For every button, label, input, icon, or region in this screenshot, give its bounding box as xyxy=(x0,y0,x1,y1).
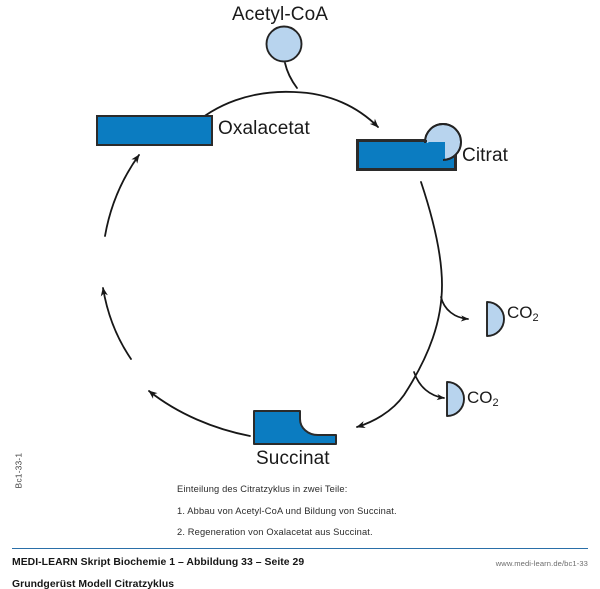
footer-divider xyxy=(12,548,588,550)
node-co2-second xyxy=(446,381,465,417)
footer-subtitle: Grundgerüst Modell Citratzyklus xyxy=(12,579,175,589)
caption-line-intro: Einteilung des Citratzyklus in zwei Teil… xyxy=(177,484,348,494)
caption-line-1: 1. Abbau von Acetyl-CoA und Bildung von … xyxy=(177,505,397,516)
caption-line-2: 2. Regeneration von Oxalacetat aus Succi… xyxy=(177,527,373,538)
arrow-succinat-to-left xyxy=(148,390,251,437)
label-succinat: Succinat xyxy=(256,448,330,469)
arrow-left-middle xyxy=(100,287,132,360)
label-co2-first-text: CO xyxy=(507,303,533,322)
node-citrat xyxy=(356,123,462,171)
footer-top-row: MEDI-LEARN Skript Biochemie 1 – Abbildun… xyxy=(12,557,588,571)
label-co2-first-sub: 2 xyxy=(532,312,539,324)
arrow-acetylcoa-to-cycle xyxy=(284,62,298,89)
node-co2-first xyxy=(486,301,505,337)
label-acetyl-coa: Acetyl-CoA xyxy=(232,4,329,25)
label-citrat: Citrat xyxy=(462,145,508,166)
node-oxalacetat xyxy=(96,115,213,146)
label-oxalacetat: Oxalacetat xyxy=(218,118,310,139)
footer-url[interactable]: www.medi-learn.de/bc1-33 xyxy=(495,559,588,569)
footer-title: MEDI-LEARN Skript Biochemie 1 – Abbildun… xyxy=(12,557,305,569)
label-co2-second: CO2 xyxy=(467,388,499,409)
arrow-oxalacetat-to-citrat xyxy=(189,90,379,129)
footer: MEDI-LEARN Skript Biochemie 1 – Abbildun… xyxy=(12,548,588,589)
node-succinat xyxy=(253,410,337,445)
arrow-citrat-to-succinat xyxy=(356,181,443,429)
arrow-branch-co2-first xyxy=(440,296,469,322)
arrow-branch-co2-second xyxy=(413,371,445,401)
node-acetyl-coa xyxy=(265,25,303,63)
caption-block: Einteilung des Citratzyklus in zwei Teil… xyxy=(177,484,517,538)
label-co2-second-text: CO xyxy=(467,388,493,407)
label-co2-first: CO2 xyxy=(507,303,539,324)
arrow-left-to-oxalacetat xyxy=(104,154,140,237)
figure-side-code: Bc1-33-1 xyxy=(14,452,24,489)
label-co2-second-sub: 2 xyxy=(492,397,499,409)
